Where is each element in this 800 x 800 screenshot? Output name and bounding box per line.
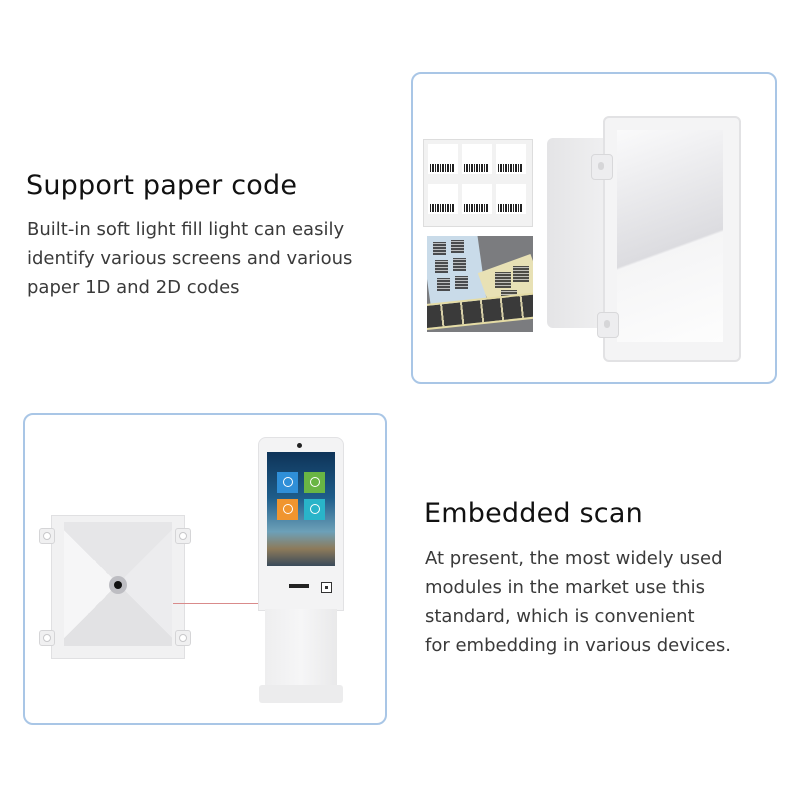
section-title-embedded-scan: Embedded scan: [424, 498, 643, 529]
barcode-icon: [498, 164, 523, 172]
app-tile-icon: [304, 499, 325, 520]
qr-code-icon: [451, 240, 464, 253]
description-line: standard, which is convenient: [425, 606, 695, 627]
qr-code-icon: [455, 276, 468, 289]
barcode-icon: [498, 204, 523, 212]
qr-code-icon: [437, 278, 450, 291]
section-description-support-paper-code: Built-in soft light fill light can easil…: [27, 215, 352, 302]
scan-window-icon: [321, 582, 332, 593]
scanner-lens-icon: [109, 576, 127, 594]
mount-tab: [591, 154, 613, 180]
kiosk-base: [259, 685, 343, 703]
app-tile-icon: [304, 472, 325, 493]
paper-code-image-frame: [411, 72, 777, 384]
section-title-support-paper-code: Support paper code: [26, 170, 298, 201]
description-line: modules in the market use this: [425, 577, 705, 598]
card-slot: [289, 584, 309, 588]
app-tile-icon: [277, 499, 298, 520]
description-line: Built-in soft light fill light can easil…: [27, 219, 345, 240]
description-line: for embedding in various devices.: [425, 635, 731, 656]
description-line: identify various screens and various: [27, 248, 353, 269]
embedded-scan-image-frame: [23, 413, 387, 725]
barcode-icon: [464, 204, 489, 212]
self-service-kiosk-image: [258, 437, 344, 611]
qr-code-icon: [453, 258, 466, 271]
scanner-module-front-image: [51, 515, 185, 659]
section-description-embedded-scan: At present, the most widely used modules…: [425, 544, 731, 660]
mount-ear: [39, 630, 55, 646]
barcode-icon: [430, 204, 455, 212]
description-line: At present, the most widely used: [425, 548, 723, 569]
barcode-icon: [430, 164, 455, 172]
barcode-icon: [464, 164, 489, 172]
qr-code-icon: [435, 260, 448, 273]
description-line: paper 1D and 2D codes: [27, 277, 240, 298]
camera-icon: [297, 443, 302, 448]
mount-ear: [39, 528, 55, 544]
connector-line: [173, 603, 314, 604]
mount-ear: [175, 528, 191, 544]
qr-code-icon: [433, 242, 446, 255]
mount-ear: [175, 630, 191, 646]
qr-code-icon: [513, 266, 529, 282]
qr-code-icon: [495, 272, 511, 288]
kiosk-screen: [267, 452, 335, 566]
search-tile-icon: [277, 472, 298, 493]
barcode-labels-image: [423, 139, 533, 227]
kiosk-stand: [265, 609, 337, 687]
qr-code-stickers-image: [427, 236, 533, 332]
mount-tab: [597, 312, 619, 338]
scanner-module-face: [603, 116, 741, 362]
